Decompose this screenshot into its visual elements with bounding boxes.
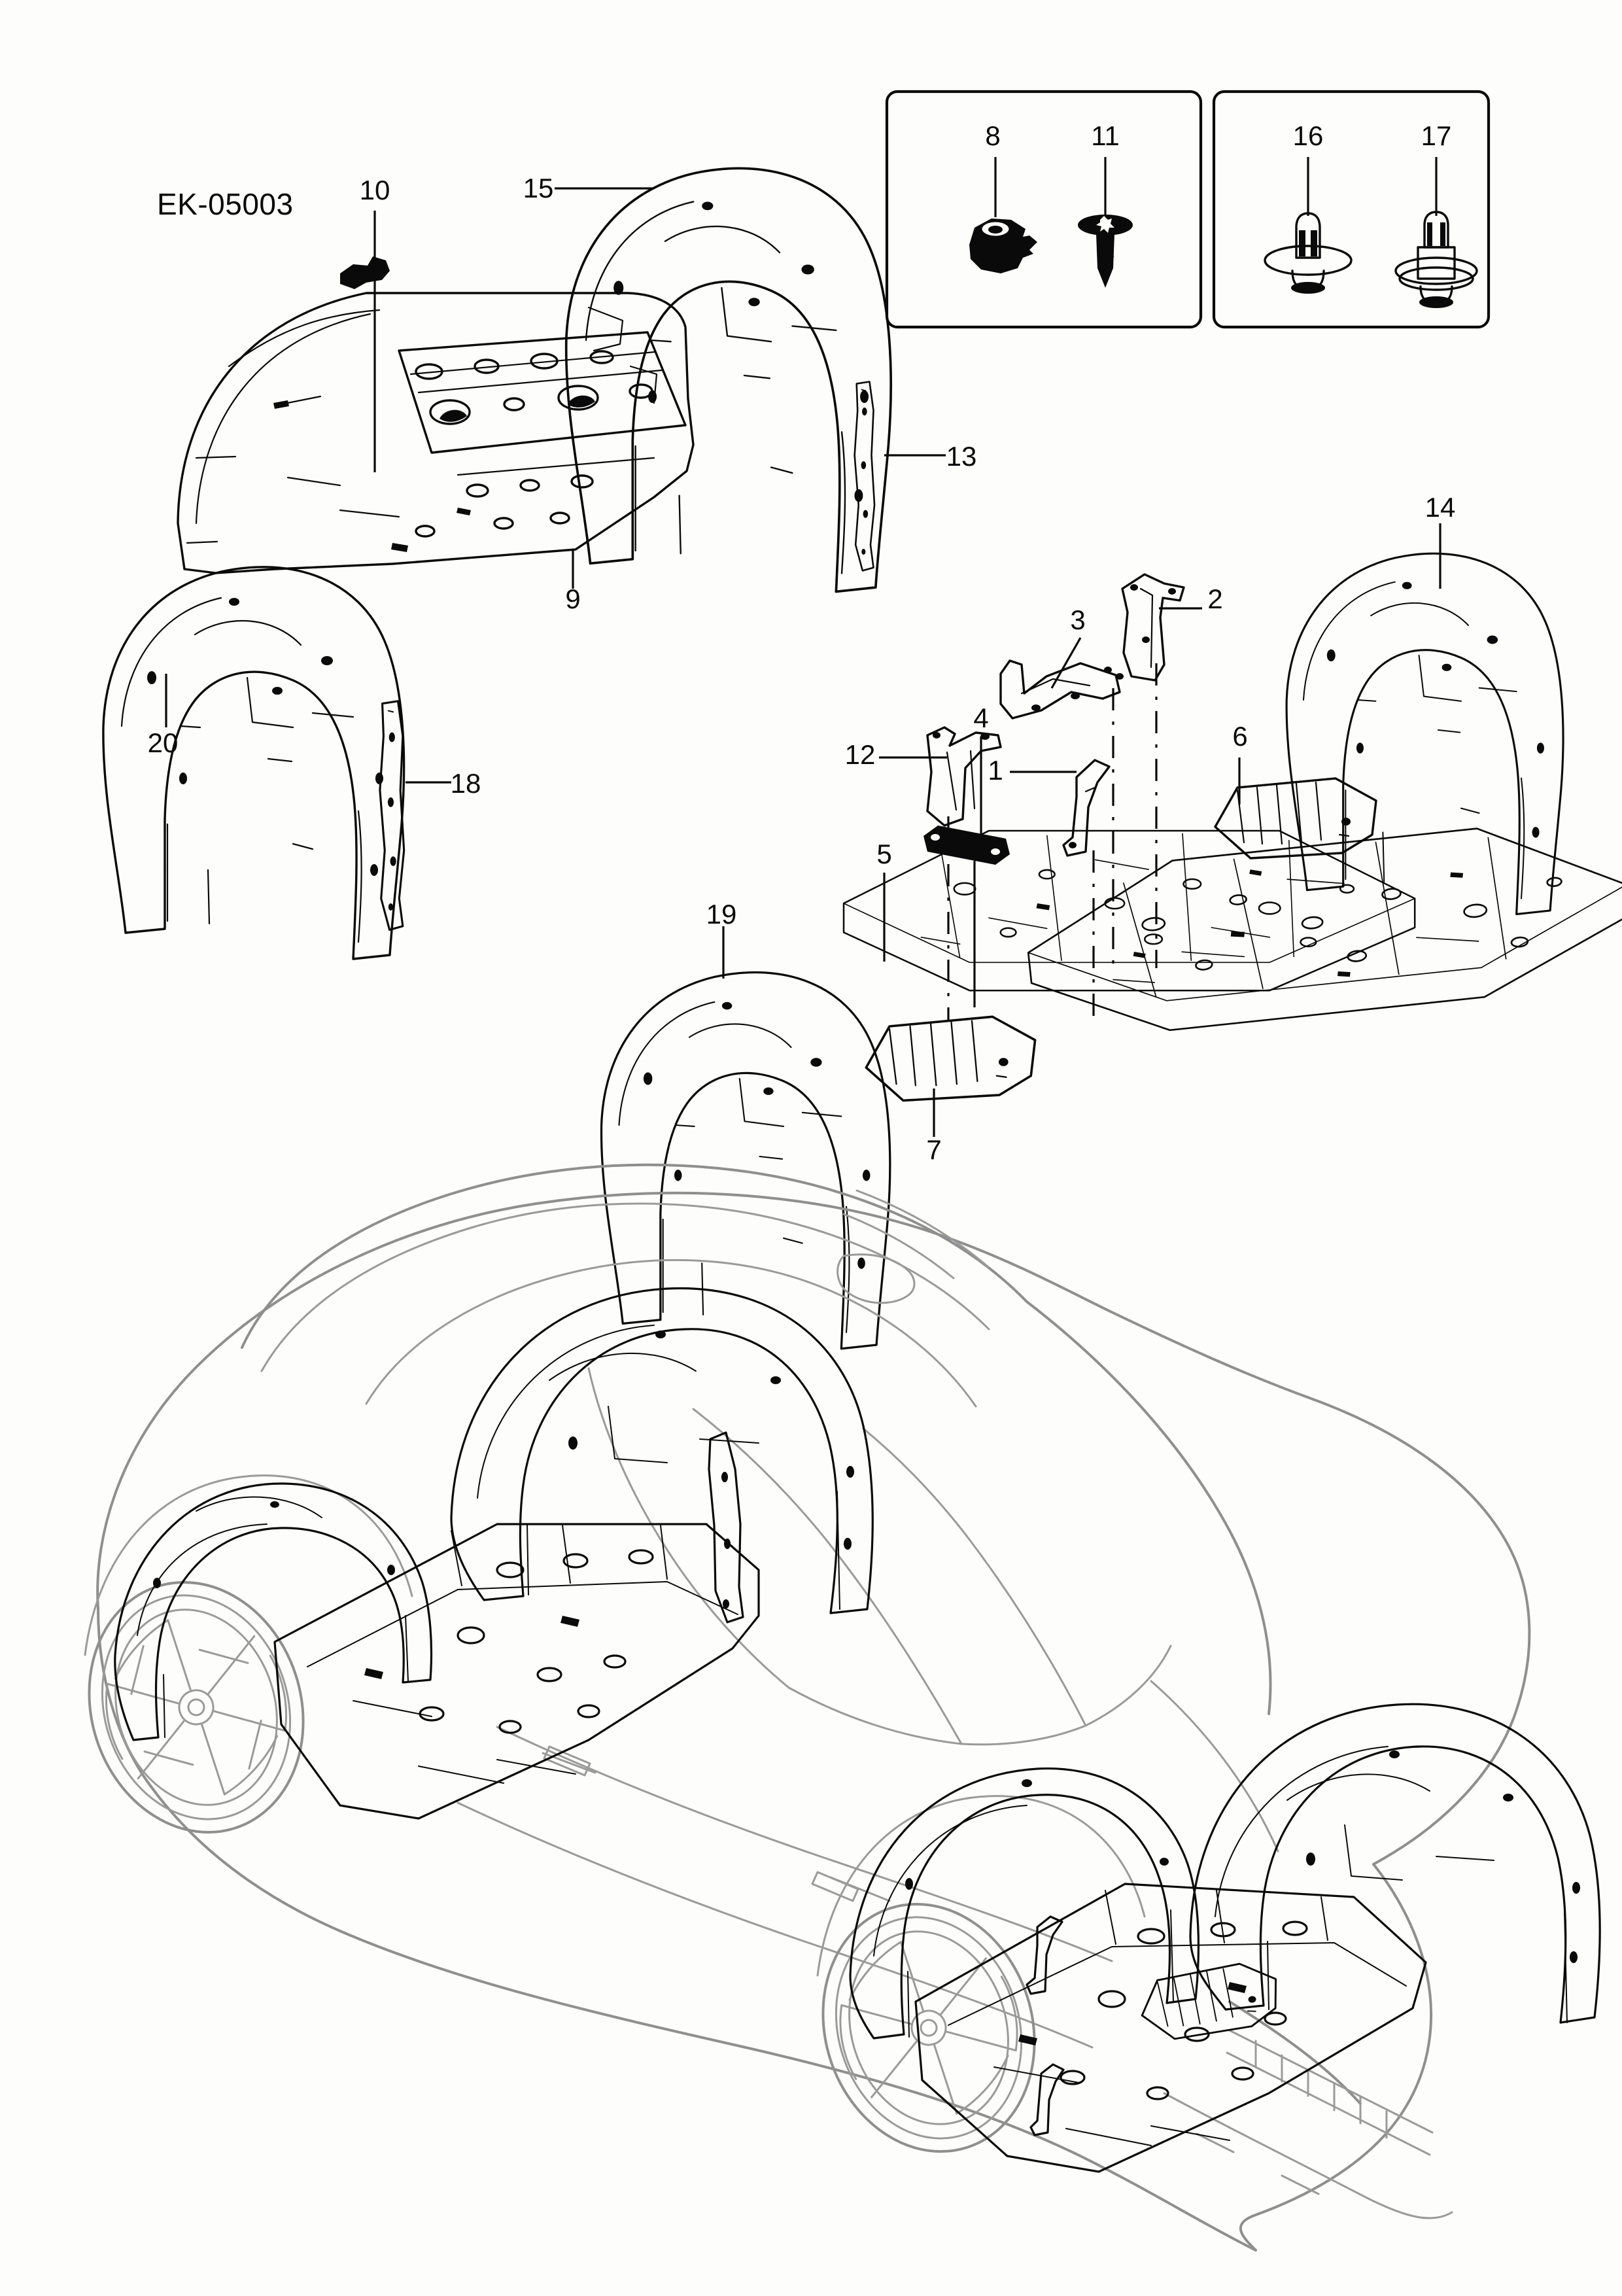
callout-8: 8	[985, 120, 1000, 151]
callout-2: 2	[1207, 583, 1222, 614]
callout-7: 7	[926, 1134, 941, 1165]
bracket-12	[879, 726, 1002, 1020]
screw-icon	[1078, 157, 1133, 288]
installed-front-parts	[114, 1287, 874, 1820]
bracket-1	[1010, 759, 1111, 1020]
callout-9: 9	[565, 583, 580, 614]
hardware-box-16-17	[1212, 90, 1491, 329]
callout-14: 14	[1425, 492, 1456, 523]
callout-10: 10	[360, 175, 390, 205]
floor-panel-9	[177, 292, 695, 589]
bracket-3	[999, 637, 1124, 975]
callout-11: 11	[1091, 120, 1120, 151]
callout-3: 3	[1070, 604, 1085, 635]
diagram-code: EK-05003	[157, 187, 294, 221]
callout-13: 13	[946, 441, 977, 472]
hardware-box-outline	[885, 90, 1203, 329]
callout-16: 16	[1293, 120, 1324, 151]
vehicle-illustration	[84, 1163, 1601, 2252]
callout-15: 15	[523, 173, 554, 203]
callout-1: 1	[988, 755, 1003, 786]
push-pin-icon	[1394, 157, 1478, 308]
hardware-box-8-11	[885, 90, 1203, 329]
callout-4: 4	[973, 703, 988, 733]
callout-20: 20	[148, 727, 179, 758]
callout-17: 17	[1421, 120, 1452, 151]
clip-plate-4	[923, 737, 1010, 1007]
push-pin-icon	[1264, 157, 1353, 294]
hardware-box-outline	[1212, 90, 1491, 329]
callout-5: 5	[876, 839, 891, 869]
callout-18: 18	[451, 768, 481, 799]
callout-6: 6	[1232, 721, 1247, 752]
rear-wheel	[821, 1902, 1036, 2153]
bracket-2	[1121, 573, 1202, 968]
callout-12: 12	[845, 739, 876, 770]
callout-19: 19	[706, 899, 737, 930]
installed-rear-parts	[849, 1703, 1601, 2173]
flange-nut-icon	[969, 157, 1037, 273]
callout-labels: 8 11 16 17 10 15 9 13 14 20 18 2 3 4 12 …	[148, 120, 1456, 1165]
retainer-clip-10	[340, 211, 390, 472]
